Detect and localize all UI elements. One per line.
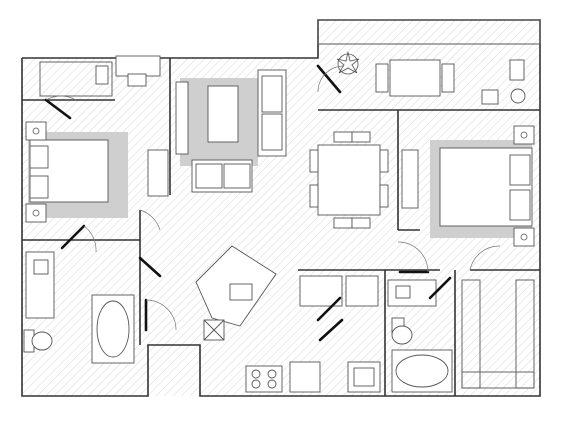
- vanity: [25, 251, 55, 319]
- bathroom-left: [23, 251, 135, 364]
- door: [318, 318, 344, 342]
- door: [44, 98, 72, 120]
- balcony-chair: [509, 59, 525, 81]
- refrigerator: [347, 361, 381, 393]
- dresser: [147, 149, 169, 197]
- nightstand: [513, 227, 535, 247]
- desk: [115, 55, 161, 77]
- balcony: [317, 19, 541, 105]
- tv-console: [175, 81, 189, 155]
- door: [138, 256, 162, 278]
- bedroom-right: [401, 125, 535, 247]
- plant-icon: [336, 51, 360, 75]
- walk-in-closet: [461, 279, 535, 389]
- bathtub: [91, 294, 135, 364]
- nightstand: [25, 203, 47, 223]
- closet: [39, 61, 113, 97]
- counter: [289, 361, 321, 393]
- bedroom-left: [25, 55, 169, 223]
- dresser: [401, 149, 419, 209]
- kitchen-island: [195, 245, 277, 327]
- dining-table: [317, 144, 381, 216]
- dining-area: [309, 131, 389, 229]
- vanity: [387, 279, 437, 307]
- living-room: [175, 69, 287, 193]
- coffee-table: [207, 85, 239, 143]
- washer-dryer: [299, 275, 343, 307]
- balcony-door: [316, 64, 342, 94]
- balcony-table: [389, 59, 441, 97]
- balcony-side-table: [510, 88, 526, 104]
- bathtub: [391, 349, 453, 393]
- door: [60, 224, 86, 250]
- stove: [245, 365, 283, 393]
- balcony-chair: [481, 89, 499, 105]
- bathroom-right: [387, 279, 453, 393]
- nightstand: [25, 121, 47, 141]
- door: [428, 276, 452, 300]
- nightstand: [513, 125, 535, 145]
- door: [316, 296, 342, 322]
- doors: [44, 64, 501, 342]
- kitchen: [195, 245, 381, 393]
- interior-walls: [22, 58, 540, 396]
- washer-dryer: [345, 275, 379, 307]
